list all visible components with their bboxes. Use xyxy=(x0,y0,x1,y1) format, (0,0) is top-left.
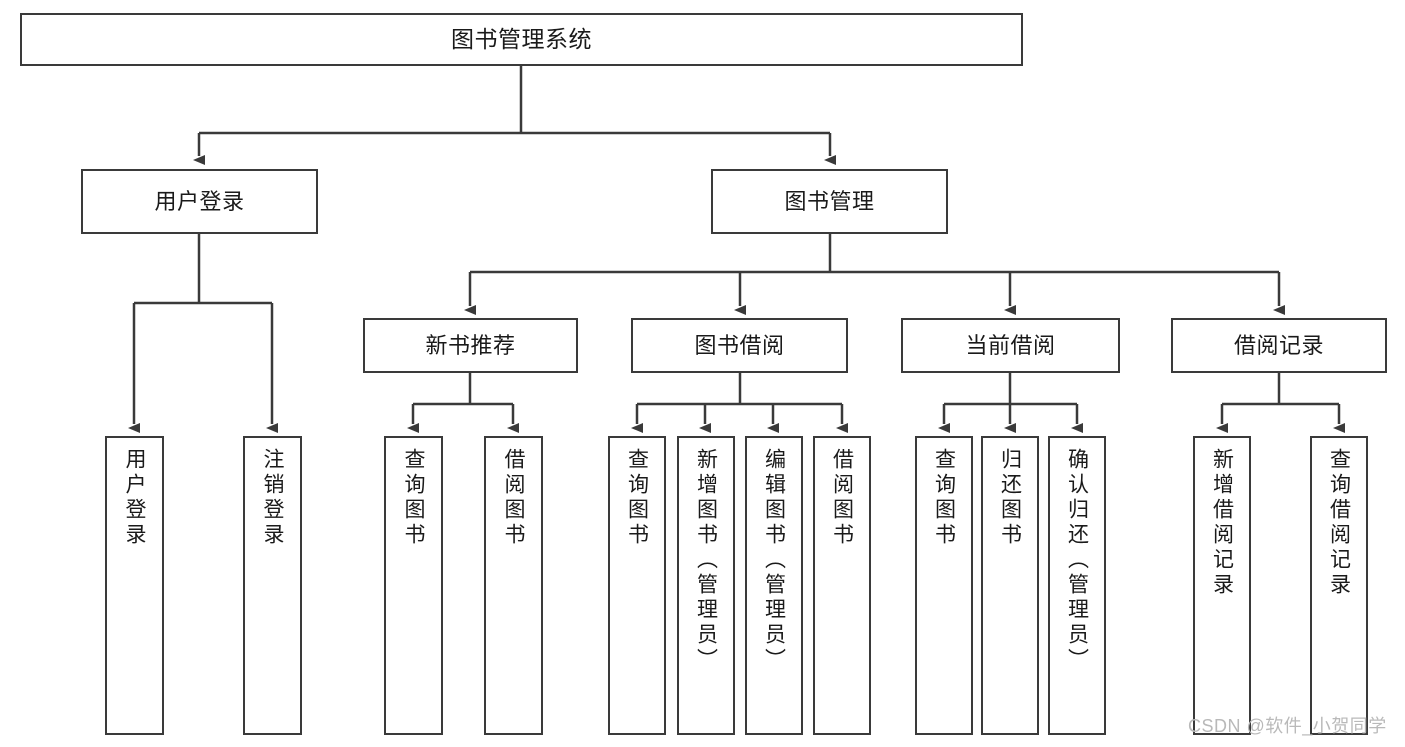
node-label: 借阅图书 xyxy=(502,448,525,548)
node-label: 图书管理 xyxy=(784,188,875,214)
node-label: 新书推荐 xyxy=(425,332,516,358)
node-root-system[interactable]: 图书管理系统 xyxy=(20,13,1023,66)
leaf-record-add[interactable]: 新增借阅记录 xyxy=(1193,436,1251,735)
leaf-recommend-query[interactable]: 查询图书 xyxy=(384,436,443,735)
node-label: 编辑图书（管理员） xyxy=(762,448,786,673)
leaf-borrow-borrow[interactable]: 借阅图书 xyxy=(813,436,871,735)
node-label: 注销登录 xyxy=(261,448,284,548)
node-user-login[interactable]: 用户登录 xyxy=(81,169,318,234)
leaf-user-login[interactable]: 用户登录 xyxy=(105,436,164,735)
node-label: 新增借阅记录 xyxy=(1210,448,1234,598)
node-label: 查询图书 xyxy=(932,448,956,548)
node-label: 图书管理系统 xyxy=(451,25,592,52)
leaf-borrow-query[interactable]: 查询图书 xyxy=(608,436,666,735)
node-label: 当前借阅 xyxy=(965,332,1056,358)
leaf-borrow-add[interactable]: 新增图书（管理员） xyxy=(677,436,735,735)
node-label: 查询借阅记录 xyxy=(1327,448,1351,598)
node-label: 新增图书（管理员） xyxy=(694,448,718,673)
node-label: 图书借阅 xyxy=(694,332,785,358)
csdn-watermark: CSDN @软件_小贺同学 xyxy=(1188,716,1387,736)
node-book-manage[interactable]: 图书管理 xyxy=(711,169,948,234)
leaf-borrow-edit[interactable]: 编辑图书（管理员） xyxy=(745,436,803,735)
node-label: 查询图书 xyxy=(625,448,649,548)
node-new-book-recommend[interactable]: 新书推荐 xyxy=(363,318,578,373)
node-label: 借阅图书 xyxy=(830,448,854,548)
node-current-borrow[interactable]: 当前借阅 xyxy=(901,318,1120,373)
leaf-user-logout[interactable]: 注销登录 xyxy=(243,436,302,735)
leaf-recommend-borrow[interactable]: 借阅图书 xyxy=(484,436,543,735)
leaf-current-confirm[interactable]: 确认归还（管理员） xyxy=(1048,436,1106,735)
node-label: 用户登录 xyxy=(154,188,245,214)
node-label: 用户登录 xyxy=(123,448,146,548)
node-label: 查询图书 xyxy=(402,448,425,548)
node-label: 归还图书 xyxy=(998,448,1022,548)
leaf-current-return[interactable]: 归还图书 xyxy=(981,436,1039,735)
node-borrow-record[interactable]: 借阅记录 xyxy=(1171,318,1387,373)
node-label: 借阅记录 xyxy=(1233,332,1324,358)
node-label: 确认归还（管理员） xyxy=(1065,448,1089,673)
node-book-borrow[interactable]: 图书借阅 xyxy=(631,318,848,373)
leaf-record-query[interactable]: 查询借阅记录 xyxy=(1310,436,1368,735)
leaf-current-query[interactable]: 查询图书 xyxy=(915,436,973,735)
